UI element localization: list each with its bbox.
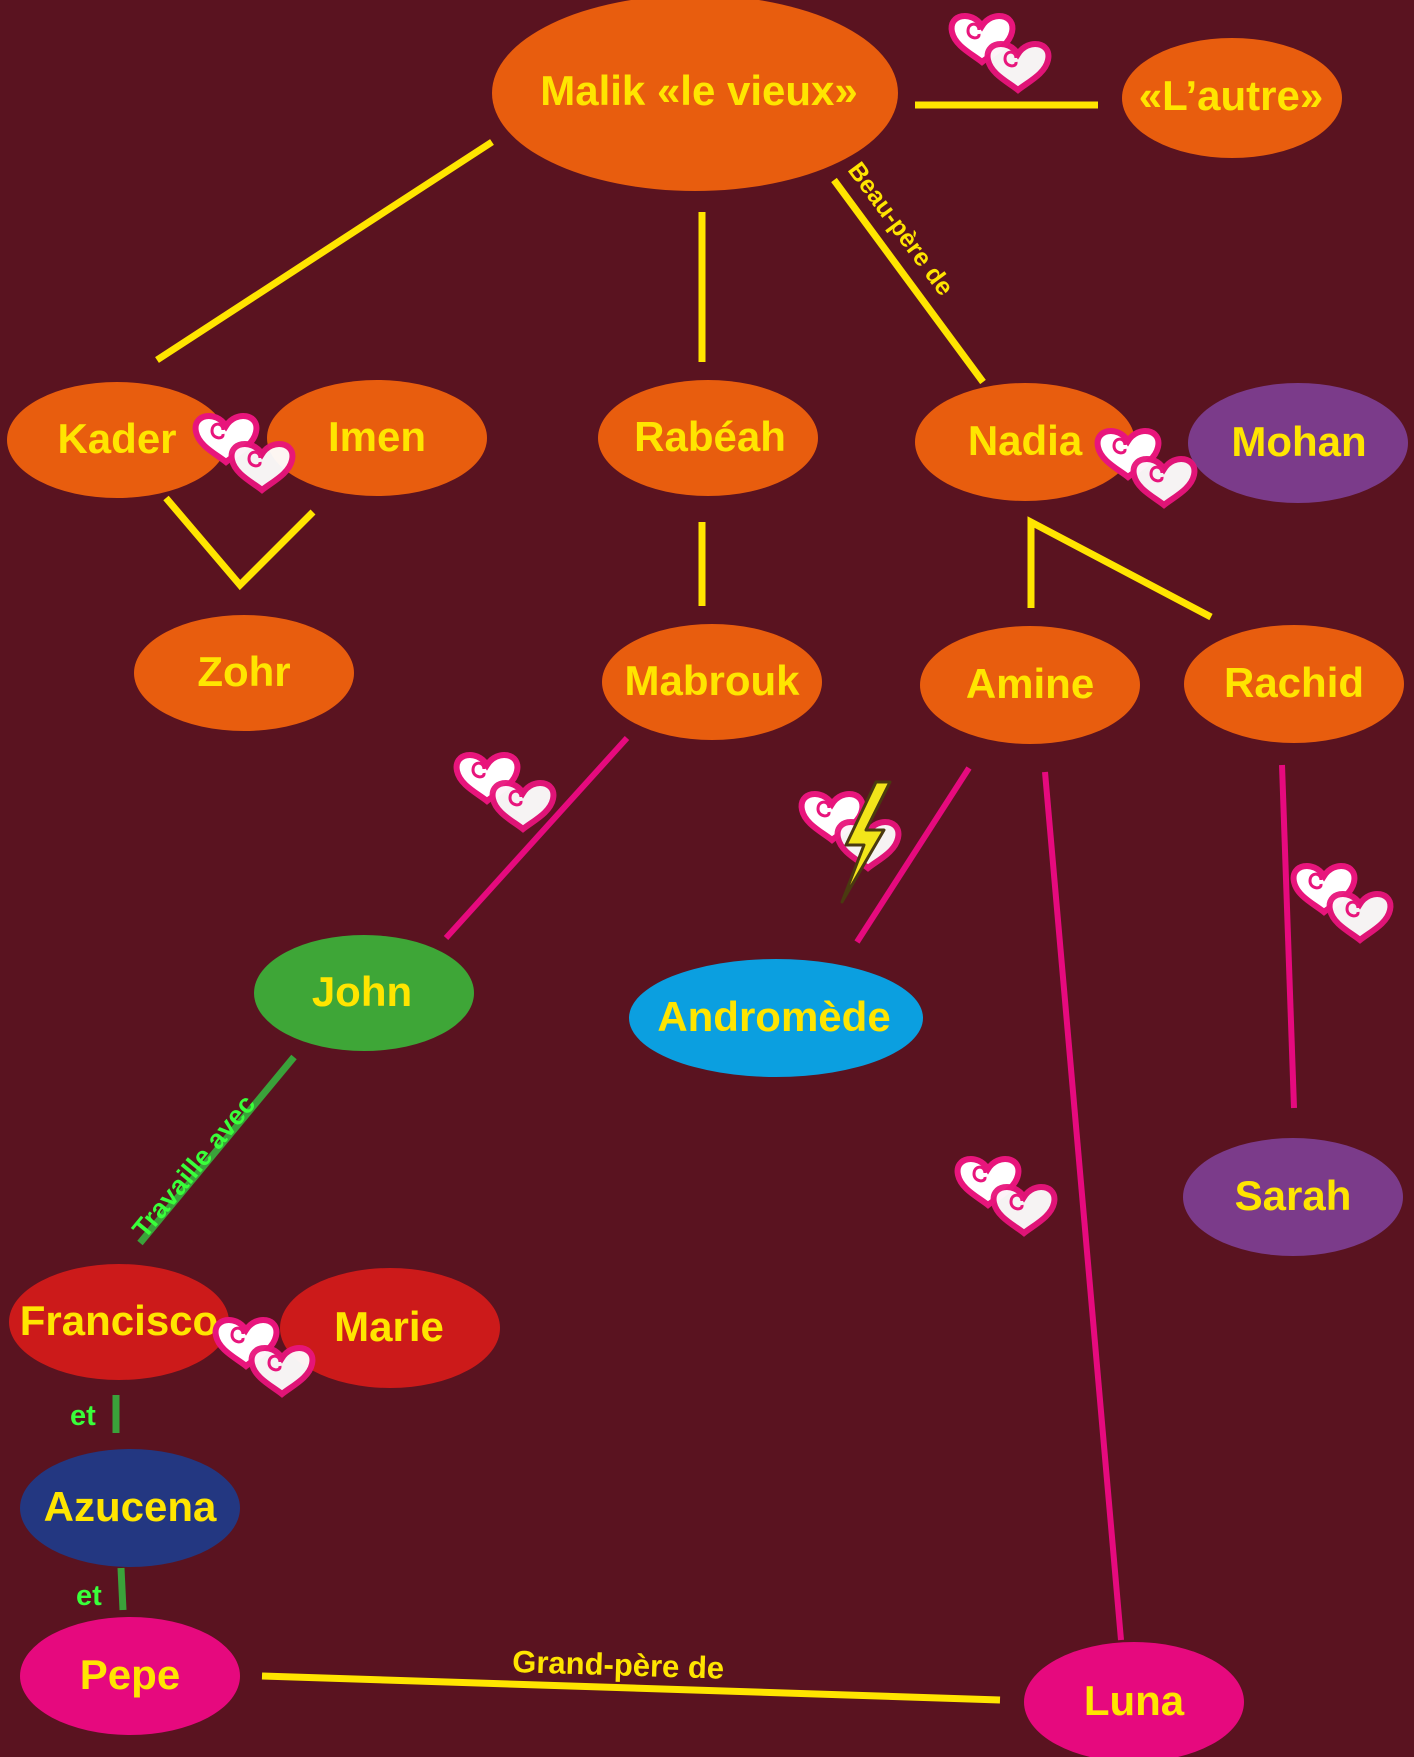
line-amine-luna	[1042, 771, 1124, 1641]
node-mohan: Mohan	[1188, 383, 1408, 503]
node-rabeah-label: Rabéah	[634, 413, 786, 460]
line-rachid-sarah	[1279, 764, 1297, 1109]
double-heart-icon	[1098, 431, 1195, 505]
node-andromede: Andromède	[629, 959, 923, 1077]
node-malik-label: Malik «le vieux»	[540, 67, 858, 114]
connector-lines	[112, 101, 1297, 1704]
label-et-2: et	[76, 1580, 102, 1612]
label-travaille-avec: Travaille avec	[126, 1089, 261, 1244]
person-nodes: Malik «le vieux» «L’autre» Kader Imen Ra…	[7, 0, 1408, 1757]
double-heart-icon	[457, 755, 554, 829]
node-nadia-label: Nadia	[968, 417, 1083, 464]
label-beau-pere: Beau-père de	[842, 157, 959, 301]
node-john-label: John	[312, 968, 412, 1015]
node-pepe: Pepe	[20, 1617, 240, 1735]
node-rabeah: Rabéah	[598, 380, 818, 496]
node-malik: Malik «le vieux»	[492, 0, 898, 191]
node-rachid-label: Rachid	[1224, 659, 1364, 706]
line-john-francisco	[137, 1054, 297, 1246]
node-luna-label: Luna	[1084, 1677, 1185, 1724]
node-francisco: Francisco	[9, 1264, 229, 1380]
line-mabrouk-john	[443, 735, 630, 941]
label-et-1: et	[70, 1400, 96, 1432]
line-pepe-luna	[261, 1672, 1001, 1704]
double-heart-icon	[958, 1159, 1055, 1233]
node-kader: Kader	[7, 382, 227, 498]
node-mohan-label: Mohan	[1231, 418, 1366, 465]
line-amine-andromede	[854, 766, 972, 944]
node-mabrouk-label: Mabrouk	[624, 657, 800, 704]
node-pepe-label: Pepe	[80, 1651, 180, 1698]
double-heart-icon	[1294, 866, 1391, 940]
node-marie-label: Marie	[334, 1303, 444, 1350]
node-imen: Imen	[267, 380, 487, 496]
line-malik-kader	[155, 139, 494, 363]
node-luna: Luna	[1024, 1642, 1244, 1757]
node-john: John	[254, 935, 474, 1051]
node-rachid: Rachid	[1184, 625, 1404, 743]
node-imen-label: Imen	[328, 413, 426, 460]
node-azucena-label: Azucena	[44, 1483, 217, 1530]
double-heart-icon	[952, 16, 1049, 90]
line-azucena-pepe	[117, 1567, 127, 1611]
relationship-labels: Beau-père de Travaille avec et et Grand-…	[70, 157, 959, 1686]
node-zohr-label: Zohr	[197, 648, 290, 695]
label-grand-pere: Grand-père de	[512, 1644, 725, 1686]
line-malik-nadia	[831, 177, 986, 385]
node-kader-label: Kader	[57, 415, 176, 462]
node-sarah-label: Sarah	[1235, 1172, 1352, 1219]
line-kader-imen-zohr	[163, 495, 316, 591]
node-marie: Marie	[280, 1268, 500, 1388]
line-nadia-children	[1027, 516, 1213, 621]
node-autre: «L’autre»	[1122, 38, 1342, 158]
node-amine: Amine	[920, 626, 1140, 744]
node-azucena: Azucena	[20, 1449, 240, 1567]
node-amine-label: Amine	[966, 660, 1094, 707]
node-mabrouk: Mabrouk	[602, 624, 822, 740]
node-nadia: Nadia	[915, 383, 1135, 501]
node-andromede-label: Andromède	[657, 993, 890, 1040]
lightning-bolt-icon	[840, 780, 892, 904]
node-zohr: Zohr	[134, 615, 354, 731]
node-autre-label: «L’autre»	[1139, 72, 1323, 119]
node-sarah: Sarah	[1183, 1138, 1403, 1256]
node-francisco-label: Francisco	[20, 1297, 218, 1344]
